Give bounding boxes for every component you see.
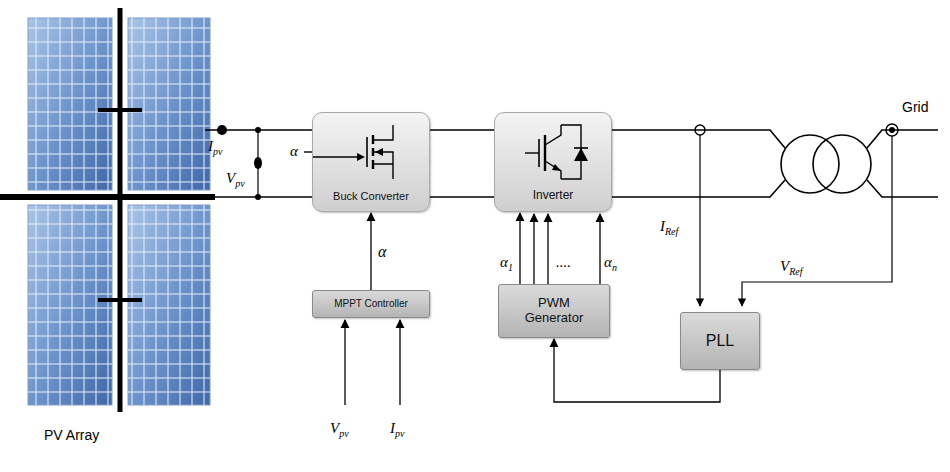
part-name: Grid [902,100,928,115]
node-label: PWM Generator [514,296,594,326]
igbt-symbol [495,117,613,187]
dc-link-wire [430,129,494,131]
signal-name: α [290,143,298,160]
controller-box: PLL [680,312,760,370]
signal-name: IRef [660,218,678,237]
signal-name: VRef [780,258,803,277]
node-label: Buck Converter [333,190,409,203]
converter-box: Buck Converter [312,112,430,212]
ac-wires [612,130,938,197]
pwm-signal-arrows [534,214,600,284]
controller-box: PWM Generator [498,284,610,338]
mppt-input-arrows [345,320,400,405]
transformer [781,135,871,193]
pwm-signal-arrow [519,213,520,284]
signal-name: Vpv [330,420,349,439]
mosfet-symbol [313,117,431,187]
signal-name: αn [604,254,617,273]
pv-sensors [217,125,262,200]
node-label: PLL [706,332,734,350]
node-label: MPPT Controller [334,298,408,310]
inverter-box: Inverter [494,112,612,212]
signal-name: .... [556,254,571,271]
pv-array [0,8,215,412]
part-name: PV Array [44,428,99,443]
dc-wires [205,130,312,197]
controller-box: MPPT Controller [312,290,430,318]
signal-name: Ipv [208,138,222,157]
control-arrow [370,213,371,290]
signal-name: α [376,243,388,261]
signal-name: Ipv [390,420,404,439]
dc-link-wire [430,196,494,198]
grid-sensors [695,124,898,306]
gate-input-arrow [304,152,312,153]
signal-name: α1 [500,254,513,273]
node-label: Inverter [533,189,574,203]
signal-name: Vpv [226,170,245,189]
